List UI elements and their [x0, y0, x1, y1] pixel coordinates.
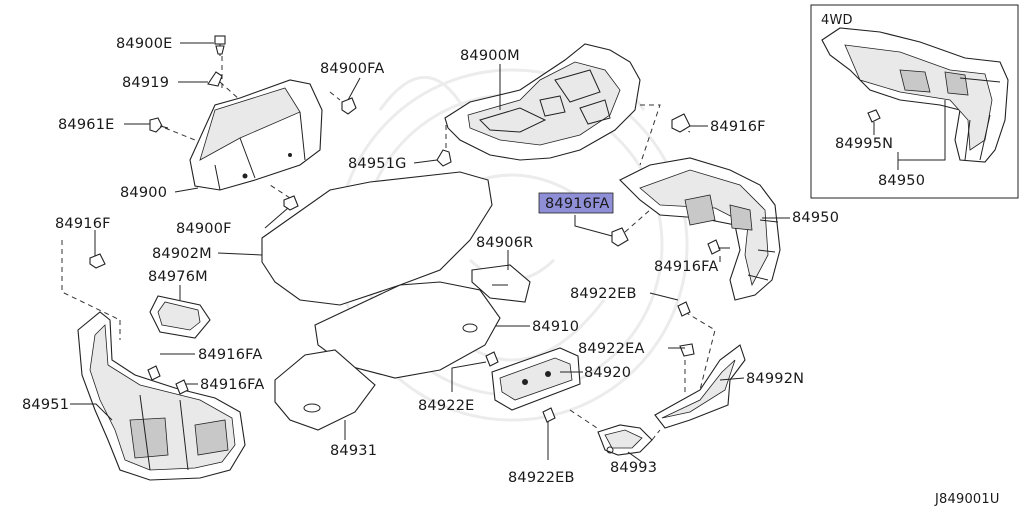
label-84916fa-left1: 84916FA — [198, 347, 262, 363]
clip-84916fa-highlight-icon — [611, 227, 629, 247]
label-84916fa-highlighted: 84916FA — [545, 196, 609, 212]
leader-lines — [70, 42, 790, 463]
part-84902m-floor-mat — [261, 171, 493, 306]
label-84995n: 84995N — [835, 136, 893, 152]
clip-84922e-icon — [485, 351, 499, 367]
part-84900m-lid-trim — [444, 43, 641, 161]
clip-84916fa-left2-icon — [175, 379, 189, 395]
label-84910: 84910 — [532, 319, 579, 335]
clip-84916fa-right-icon — [707, 239, 730, 255]
clip-84916f-right-icon — [671, 113, 691, 133]
label-84951g: 84951G — [348, 156, 407, 172]
label-84916f-right: 84916F — [710, 119, 766, 135]
label-84950-inset: 84950 — [878, 173, 925, 189]
label-84976m: 84976M — [148, 269, 208, 285]
clip-84900f-icon — [283, 195, 299, 211]
clip-84916f-left-icon — [89, 253, 106, 269]
clip-84900fa-icon — [341, 97, 357, 115]
label-84900: 84900 — [120, 185, 167, 201]
clip-84951g-icon — [436, 149, 452, 167]
part-84931-mat — [274, 349, 376, 431]
diagram-ref-code: J849001U — [934, 492, 1000, 507]
label-84950: 84950 — [792, 210, 839, 226]
label-84900f: 84900F — [176, 221, 232, 237]
part-84993-bracket — [597, 424, 653, 456]
clip-84919-icon — [207, 71, 223, 87]
part-84951-rear-trim — [77, 311, 246, 481]
label-84916fa-left2: 84916FA — [200, 377, 264, 393]
clip-84922eb-top-icon — [677, 301, 691, 317]
label-84916fa-right: 84916FA — [654, 259, 718, 275]
highlight-box — [538, 192, 614, 214]
label-84931: 84931 — [330, 443, 377, 459]
clip-84922eb-bottom-icon — [542, 407, 556, 423]
part-84906r-plate — [471, 264, 531, 303]
label-84916f-left: 84916F — [55, 216, 111, 232]
label-84993: 84993 — [610, 460, 657, 476]
clip-84961e-icon — [149, 117, 169, 133]
label-84906r: 84906R — [476, 235, 533, 251]
label-84919: 84919 — [122, 75, 169, 91]
part-84920-plate — [491, 347, 581, 411]
label-84992n: 84992N — [746, 371, 804, 387]
inset-4wd-box: 4WD 84995N 84950 — [810, 4, 1019, 199]
label-84902m: 84902M — [152, 246, 212, 262]
label-84922eb-top: 84922EB — [570, 286, 637, 302]
part-84976m-pocket — [149, 295, 211, 339]
label-84961e: 84961E — [58, 117, 115, 133]
label-84900fa: 84900FA — [320, 61, 384, 77]
label-84900m: 84900M — [460, 48, 520, 64]
part-84900-side-trim — [189, 79, 323, 191]
part-84950-side-trim — [619, 157, 781, 301]
label-84922eb-bottom: 84922EB — [508, 470, 575, 486]
label-84922ea: 84922EA — [578, 341, 645, 357]
label-84951: 84951 — [22, 397, 69, 413]
part-84992n-strip — [654, 344, 746, 429]
label-84900e: 84900E — [116, 36, 173, 52]
inset-title: 4WD — [821, 13, 853, 28]
clip-84916fa-left1-icon — [147, 365, 161, 381]
label-84922e: 84922E — [418, 398, 475, 414]
clip-84922ea-icon — [679, 343, 695, 357]
label-84920: 84920 — [584, 365, 631, 381]
clip-84900e-icon — [214, 35, 226, 56]
